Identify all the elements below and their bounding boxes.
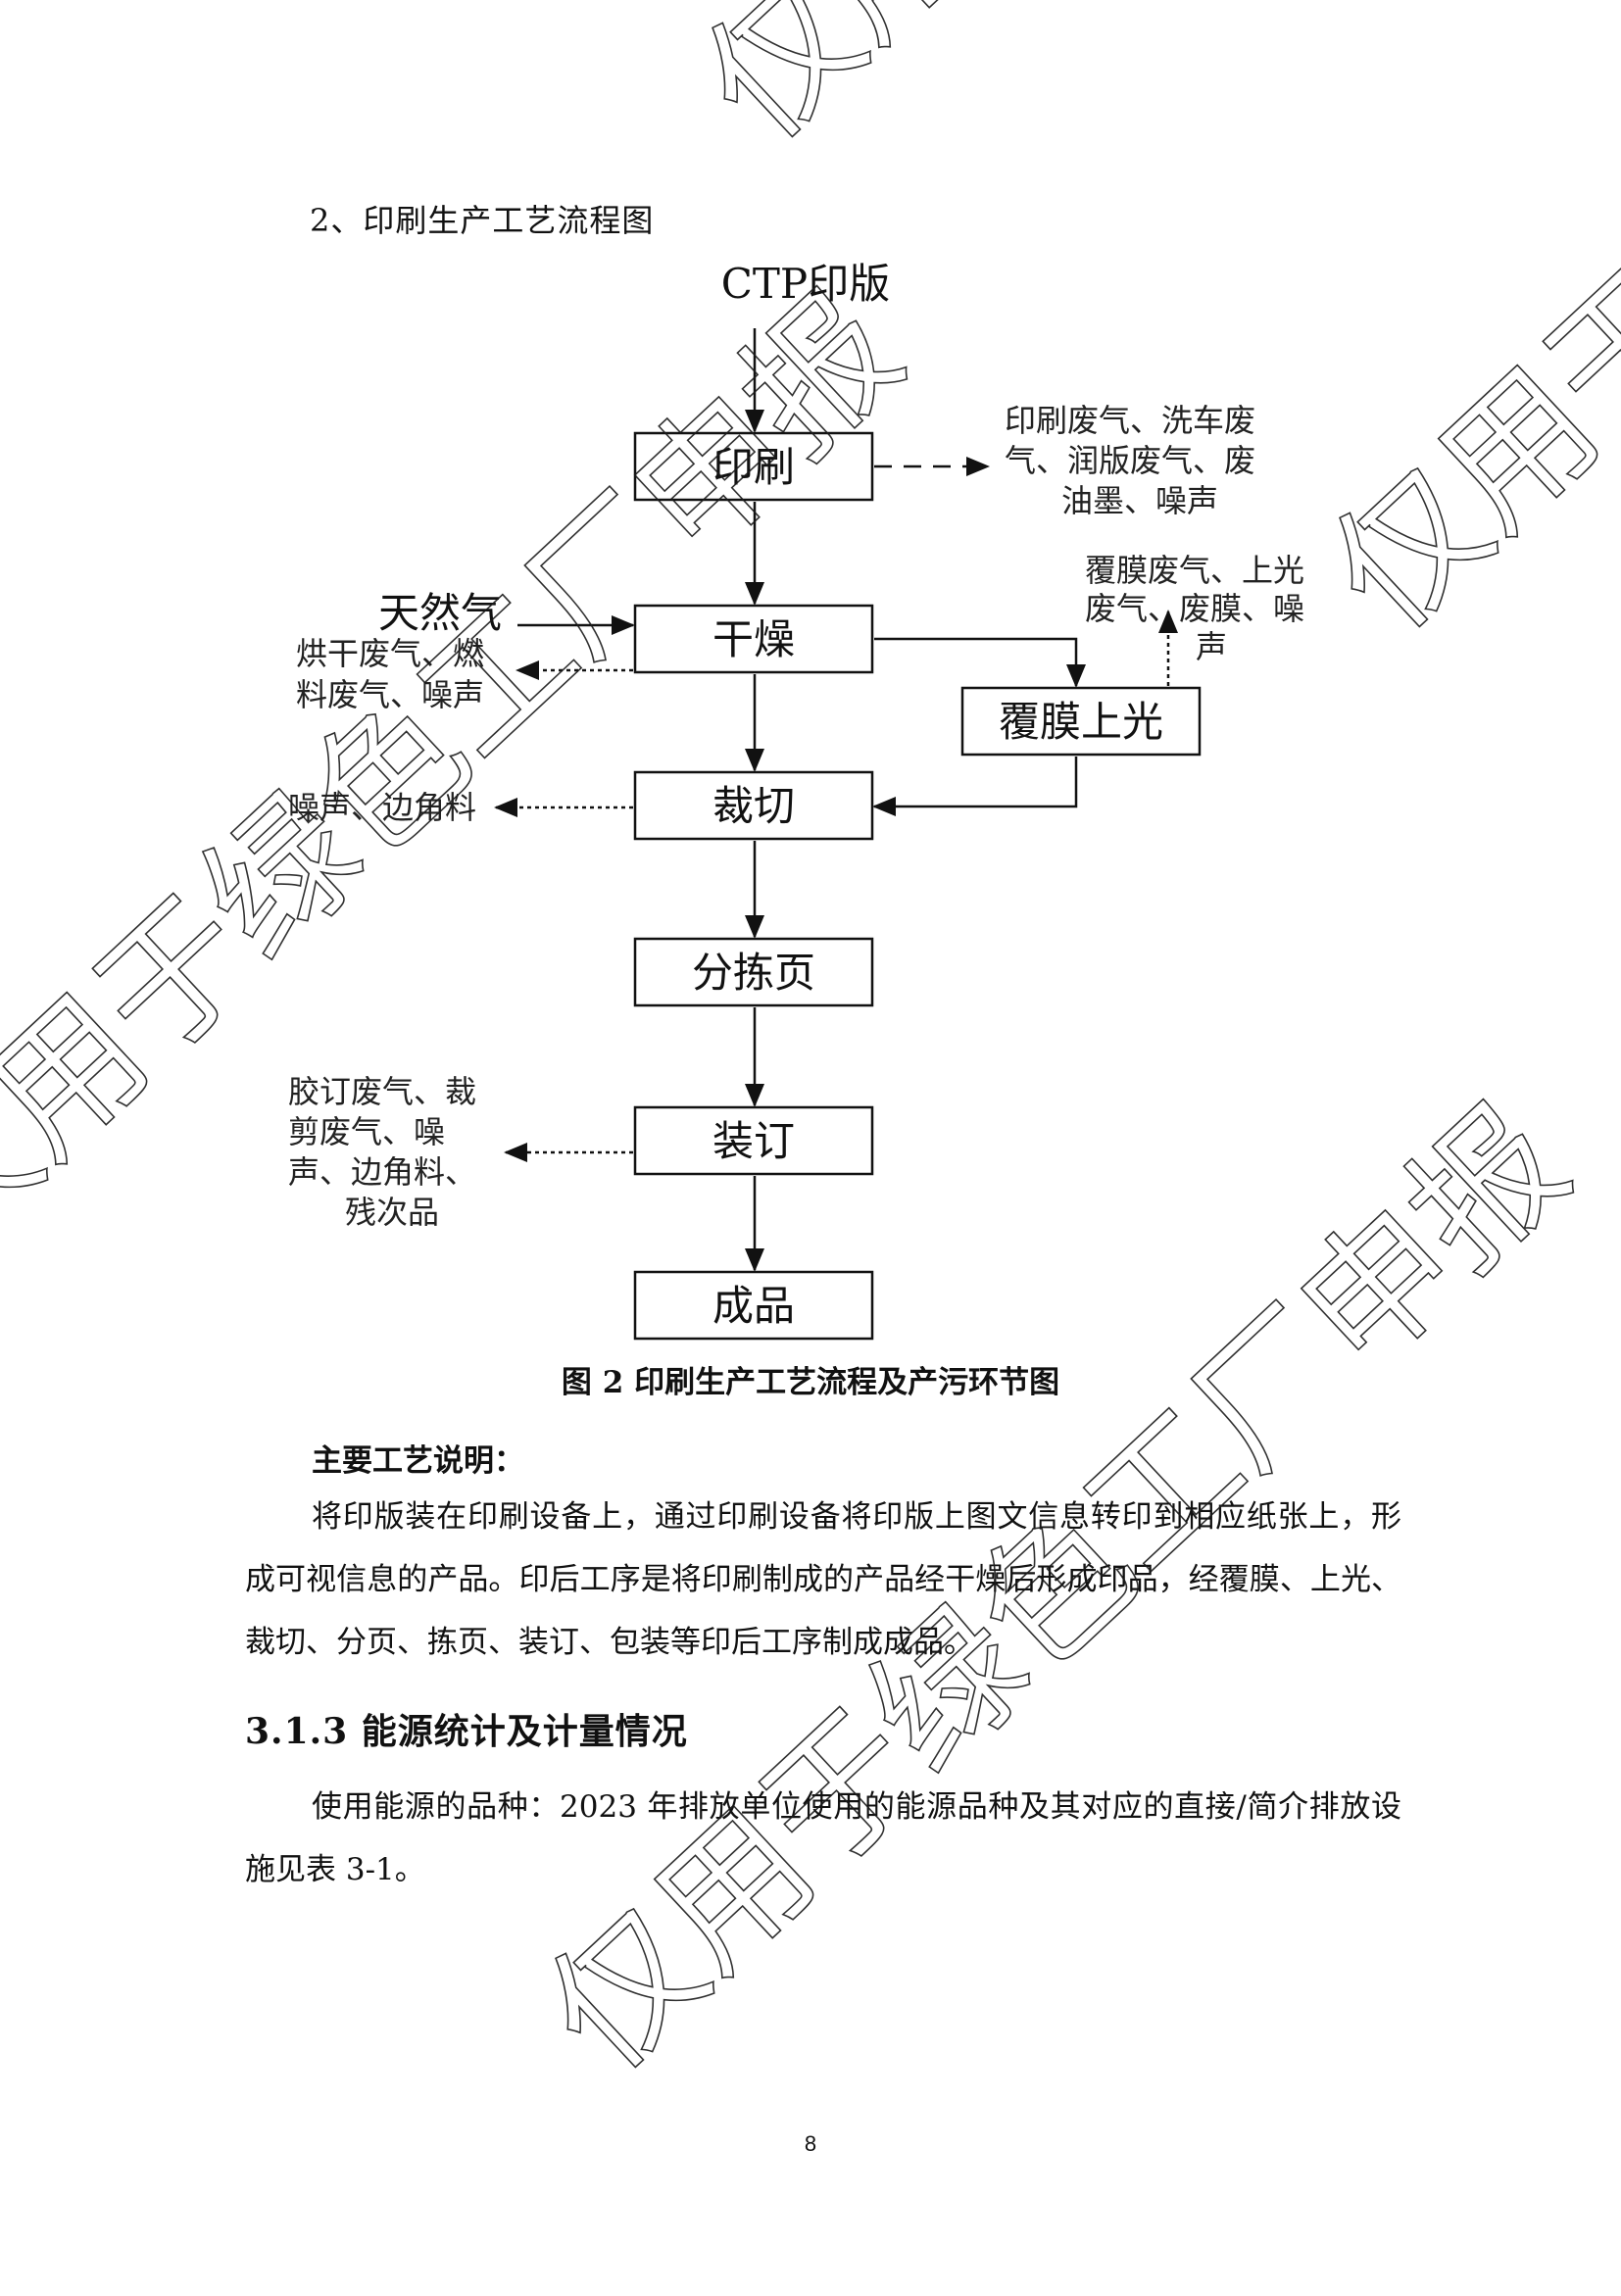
arrow-dry-to-laminate xyxy=(874,637,1086,688)
node-laminate-box xyxy=(960,686,1202,757)
node-sort: 分拣页 xyxy=(692,949,815,997)
process-title: 主要工艺说明： xyxy=(312,1443,524,1479)
figure-caption: 图 2 印刷生产工艺流程及产污环节图 xyxy=(561,1365,1060,1400)
node-cut-box xyxy=(633,770,874,841)
node-dry-box xyxy=(633,604,874,674)
process-description: 将印版装在印刷设备上，通过印刷设备将印版上图文信息转印到相应纸张上，形成可视信息… xyxy=(245,1486,1401,1674)
emission-bind: 胶订废气、裁 剪废气、噪 声、边角料、 残次品 xyxy=(288,1073,476,1231)
node-cut: 裁切 xyxy=(712,782,795,830)
node-bind-box xyxy=(633,1105,874,1176)
section-heading: 2、印刷生产工艺流程图 xyxy=(310,202,655,239)
node-sort-box xyxy=(633,937,874,1007)
emission-print: 印刷废气、洗车废 气、润版废气、废 油墨、噪声 xyxy=(1005,402,1255,519)
source-ctp-plate: CTP印版 xyxy=(721,260,890,308)
emission-print-line: 油墨、噪声 xyxy=(1061,482,1218,519)
emission-laminate: 覆膜废气、上光 废气、废膜、噪 声 xyxy=(1085,552,1304,665)
node-laminate: 覆膜上光 xyxy=(999,698,1163,746)
node-print-box xyxy=(633,431,874,502)
node-product: 成品 xyxy=(712,1282,795,1330)
node-print: 印刷 xyxy=(712,443,795,491)
node-bind: 装订 xyxy=(712,1117,795,1165)
fuel-natural-gas: 天然气 xyxy=(378,589,502,637)
emission-bind-line: 残次品 xyxy=(345,1194,439,1231)
energy-paragraph: 使用能源的品种：2023 年排放单位使用的能源品种及其对应的直接/简介排放设施见… xyxy=(245,1789,1401,1887)
emission-bind-line: 胶订废气、裁 xyxy=(288,1073,476,1110)
emission-dry: 烘干废气、燃 料废气、噪声 xyxy=(296,635,484,713)
emission-dry-line: 烘干废气、燃 xyxy=(296,635,484,672)
watermark-line: 仅用于绿色工厂申报 xyxy=(672,0,1621,172)
page-number: 8 xyxy=(804,2131,817,2156)
emission-dry-line: 料废气、噪声 xyxy=(296,676,484,713)
emission-print-line: 印刷废气、洗车废 xyxy=(1005,402,1255,439)
process-flow-diagram: CTP印版 印刷 印刷废气、洗车废 气、润版废气、废 油墨、噪声 干燥 天然气 … xyxy=(274,255,1372,1362)
node-product-box xyxy=(633,1270,874,1341)
emission-laminate-line: 覆膜废气、上光 xyxy=(1085,552,1304,589)
node-dry: 干燥 xyxy=(712,615,795,663)
emission-laminate-line: 声 xyxy=(1196,628,1227,665)
arrow-laminate-to-cut xyxy=(872,757,1078,816)
emission-print-line: 气、润版废气、废 xyxy=(1005,442,1255,479)
emission-bind-line: 声、边角料、 xyxy=(288,1153,476,1191)
process-paragraph: 将印版装在印刷设备上，通过印刷设备将印版上图文信息转印到相应纸张上，形成可视信息… xyxy=(245,1499,1401,1660)
emission-cut: 噪声、边角料 xyxy=(288,789,476,826)
flow-diagram-svg: CTP印版 印刷 印刷废气、洗车废 气、润版废气、废 油墨、噪声 干燥 天然气 … xyxy=(288,260,1304,1341)
emission-laminate-line: 废气、废膜、噪 xyxy=(1085,590,1304,627)
energy-description: 使用能源的品种：2023 年排放单位使用的能源品种及其对应的直接/简介排放设施见… xyxy=(245,1776,1401,1901)
energy-heading: 3.1.3 能源统计及计量情况 xyxy=(245,1711,688,1752)
emission-bind-line: 剪废气、噪 xyxy=(288,1113,445,1150)
